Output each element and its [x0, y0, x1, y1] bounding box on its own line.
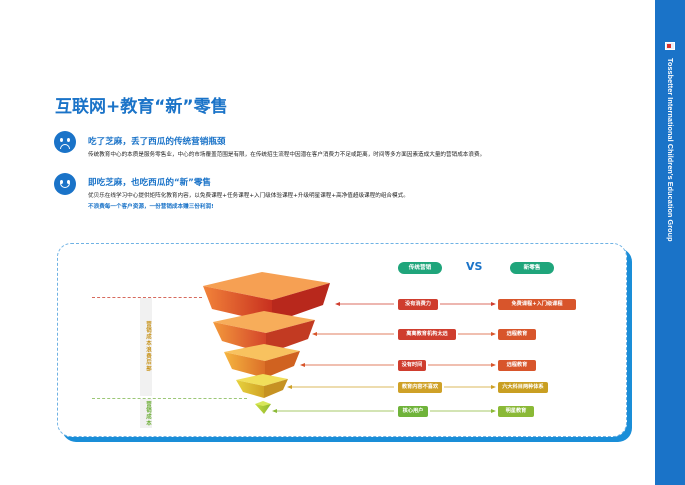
- row-4-new: 六大科目两种体系: [498, 382, 548, 393]
- connector-row-2: [312, 332, 496, 336]
- section-good-title: 即吃芝麻，也吃西瓜的“新”零售: [88, 178, 212, 188]
- brand-logo-icon: [665, 42, 675, 50]
- diagram-panel: [57, 243, 627, 437]
- guide-bottom: [92, 398, 247, 399]
- row-5-old: 核心用户: [398, 406, 428, 417]
- vs-label: VS: [466, 260, 483, 273]
- brand-sidebar: Tossbetter International Children's Educ…: [655, 0, 685, 485]
- row-4-old: 教育内容不喜欢: [398, 382, 442, 393]
- guide-top: [92, 297, 202, 298]
- section-good-note: 不浪费每一个客户资源，一份营销成本赚三份利润!: [88, 204, 214, 210]
- funnel-layer-4: [236, 374, 288, 398]
- row-3-old: 没有时间: [398, 360, 426, 371]
- left-bar-cost: 营销成本: [140, 399, 152, 428]
- left-bar-waste: 营销成本浪费后部: [140, 298, 152, 396]
- sad-face-icon: [54, 131, 76, 153]
- header-old: 传统营销: [398, 262, 442, 274]
- left-bar-cost-label: 营销成本: [145, 400, 151, 427]
- row-2-new: 远程教育: [498, 329, 536, 340]
- connector-row-3: [300, 363, 496, 367]
- funnel-layer-2: [213, 311, 315, 354]
- funnel-layer-5: [255, 401, 271, 414]
- row-1-new: 免费课程+入门级课程: [498, 299, 576, 310]
- funnel-layer-3: [224, 344, 300, 378]
- happy-face-icon: [54, 173, 76, 195]
- header-new: 新零售: [510, 262, 554, 274]
- section-bad-title: 吃了芝麻，丢了西瓜的传统营销瓶颈: [88, 137, 226, 147]
- section-good-body: 优贝乐在线学习中心提供矩阵化教育内容，以免费课程+任务课程+入门级体验课程+升级…: [88, 193, 409, 199]
- row-2-old: 离离教育机构太远: [398, 329, 456, 340]
- row-5-new: 明星教育: [498, 406, 534, 417]
- connector-row-1: [335, 302, 496, 306]
- row-1-old: 没有消费力: [398, 299, 438, 310]
- page-title: 互联网+教育“新”零售: [55, 97, 228, 117]
- left-bar-waste-label: 营销成本浪费后部: [145, 321, 151, 373]
- section-bad-body: 传统教育中心的本质是服务零售业，中心的市场覆盖范围是有限，在传统招生流程中因潜在…: [88, 152, 486, 158]
- connector-row-4: [287, 385, 496, 389]
- row-3-new: 远程教育: [498, 360, 536, 371]
- connector-row-5: [272, 409, 496, 413]
